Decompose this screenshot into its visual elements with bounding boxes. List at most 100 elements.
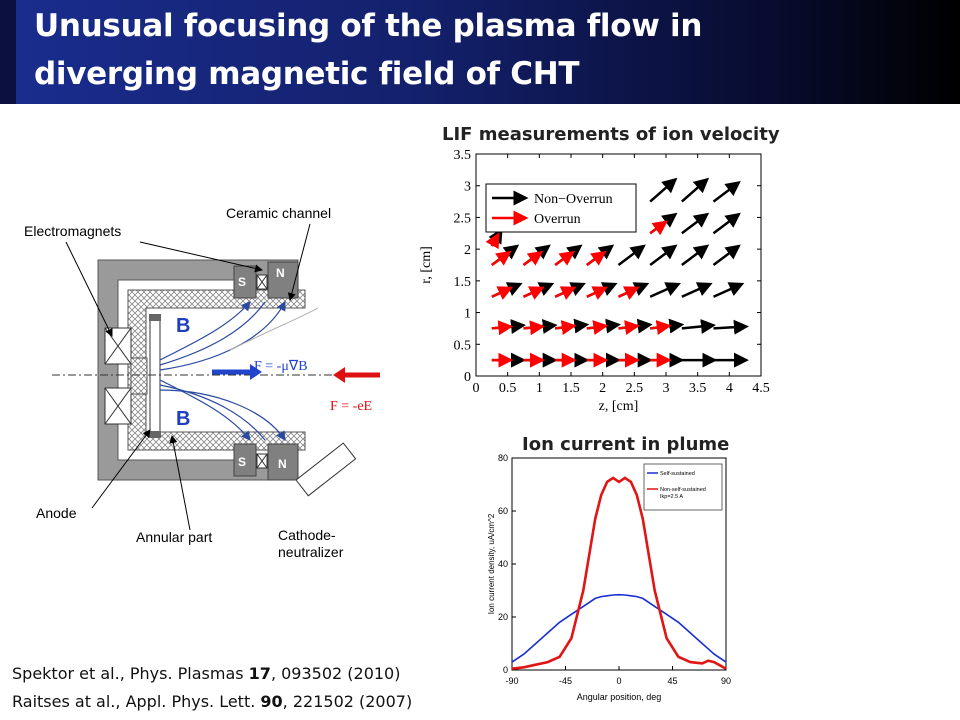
lif-vector-overrun <box>522 250 544 267</box>
lif-x-tick-label: 2.5 <box>626 381 644 396</box>
plume-x-axis-label: Angular position, deg <box>577 692 662 702</box>
label-b-top: B <box>176 315 190 337</box>
lif-y-tick-label: 0.5 <box>454 338 472 353</box>
pole-n-bottom <box>267 443 299 481</box>
lif-vector-non-overrun <box>713 319 749 335</box>
plume-series-self-sustained <box>511 593 727 663</box>
lif-vector-overrun <box>491 250 512 267</box>
citation-1: Spektor et al., Phys. Plasmas 17, 093502… <box>12 664 400 683</box>
lif-vector-overrun <box>618 320 640 335</box>
plume-x-tick-label: -90 <box>505 676 518 686</box>
citation-2: Raitses at al., Appl. Phys. Lett. 90, 22… <box>12 692 412 711</box>
lif-vector-overrun <box>617 286 640 300</box>
lif-vector-overrun <box>554 286 577 300</box>
lif-vector-non-overrun <box>649 244 678 266</box>
label-electromagnets: Electromagnets <box>24 223 121 239</box>
plume-x-tick-label: 45 <box>667 676 677 686</box>
citation-2-text: Raitses at al., Appl. Phys. Lett. <box>12 692 261 711</box>
citation-1-volume: 17 <box>248 664 271 683</box>
label-ceramic-channel: Ceramic channel <box>226 205 331 221</box>
label-annular-part: Annular part <box>136 529 212 545</box>
lif-vector-overrun <box>586 250 607 267</box>
label-cathode-2: neutralizer <box>278 544 344 560</box>
lif-legend-box <box>485 183 637 233</box>
plume-y-tick-label: 0 <box>503 665 508 675</box>
label-anode: Anode <box>36 505 77 521</box>
lif-vector-overrun <box>522 286 545 300</box>
lif-x-tick-label: 4 <box>726 381 733 396</box>
lif-y-tick-label: 1.5 <box>454 275 472 290</box>
coil-top <box>104 327 132 365</box>
lif-y-tick-label: 2 <box>464 243 471 258</box>
lif-vector-non-overrun <box>712 282 745 298</box>
lif-vector-non-overrun <box>681 244 710 266</box>
lif-x-tick-label: 0.5 <box>499 381 517 396</box>
lif-x-tick-label: 1.5 <box>562 381 580 396</box>
plume-y-tick-label: 80 <box>498 453 508 463</box>
title-bar: Unusual focusing of the plasma flow in d… <box>0 0 960 104</box>
plume-x-tick-label: -45 <box>559 676 572 686</box>
lif-legend-label: Non−Overrun <box>534 192 613 207</box>
lif-vector-overrun <box>586 320 609 335</box>
label-force-grad: F = -μ∇B <box>254 359 308 374</box>
lif-vector-non-overrun <box>649 282 681 298</box>
citation-1-rest: , 093502 (2010) <box>270 664 401 683</box>
plume-x-tick-label: 90 <box>721 676 731 686</box>
citation-1-text: Spektor et al., Phys. Plasmas <box>12 664 249 683</box>
lif-y-tick-label: 1 <box>464 307 471 322</box>
lif-x-tick-label: 3.5 <box>689 381 707 396</box>
label-cathode-1: Cathode- <box>278 527 336 543</box>
pole-gap-bottom <box>256 453 268 469</box>
label-s-bottom: S <box>238 455 246 469</box>
citation-2-rest: , 221502 (2007) <box>282 692 413 711</box>
citation-2-volume: 90 <box>260 692 283 711</box>
field-lines <box>159 300 286 441</box>
lif-section-title: LIF measurements of ion velocity <box>442 124 780 145</box>
lif-y-tick-label: 0 <box>464 370 471 385</box>
lif-x-tick-label: 3 <box>663 381 670 396</box>
lif-vector-non-overrun <box>712 212 741 235</box>
lif-vector-overrun <box>485 232 500 250</box>
lif-vector-overrun <box>491 286 514 300</box>
plume-y-tick-label: 40 <box>498 559 508 569</box>
pole-n-top <box>267 261 299 299</box>
plume-y-axis-label: Ion current density, uA/cm^2 <box>487 513 496 614</box>
center-pole <box>130 357 148 395</box>
lif-vector-non-overrun <box>681 212 710 235</box>
lif-vector-overrun <box>523 320 545 336</box>
lif-x-tick-label: 1 <box>536 381 543 396</box>
lif-vector-non-overrun <box>681 282 713 298</box>
plume-series-non-self-sustained <box>511 476 727 670</box>
lif-vector-non-overrun <box>712 244 741 266</box>
label-n-top: N <box>276 266 285 280</box>
plume-section-title: Ion current in plume <box>522 434 730 455</box>
slide-title-line-1: Unusual focusing of the plasma flow in <box>34 8 703 44</box>
label-n-bottom: N <box>278 457 287 471</box>
plume-legend-label: Self-sustained <box>660 471 695 477</box>
anode-plate <box>149 317 161 435</box>
label-s-top: S <box>238 275 246 289</box>
lif-vector-overrun <box>586 286 609 300</box>
slide-title-line-2: diverging magnetic field of CHT <box>34 56 580 92</box>
title-accent-strip <box>0 0 16 104</box>
lif-x-axis-label: z, [cm] <box>599 399 639 414</box>
pole-s-bottom <box>233 443 257 477</box>
lif-vector-non-overrun <box>617 244 646 266</box>
cathode-neutralizer <box>295 442 357 497</box>
lif-vector-overrun <box>554 250 575 267</box>
lif-vector-non-overrun <box>681 319 716 334</box>
plume-y-tick-label: 60 <box>498 506 508 516</box>
plume-x-tick-label: 0 <box>616 676 621 686</box>
lif-legend-label: Overrun <box>534 212 581 227</box>
lif-y-tick-label: 3 <box>464 180 471 195</box>
label-b-bottom: B <box>176 408 190 430</box>
lif-x-tick-label: 0 <box>473 381 480 396</box>
lif-vector-overrun <box>650 320 672 335</box>
lif-vector-overrun <box>649 220 669 236</box>
coil-bottom <box>104 387 132 425</box>
lif-vector-overrun <box>555 320 577 335</box>
lif-x-tick-label: 4.5 <box>752 381 770 396</box>
lif-y-axis-label: r, [cm] <box>419 246 434 284</box>
lif-vector-non-overrun <box>681 177 710 203</box>
